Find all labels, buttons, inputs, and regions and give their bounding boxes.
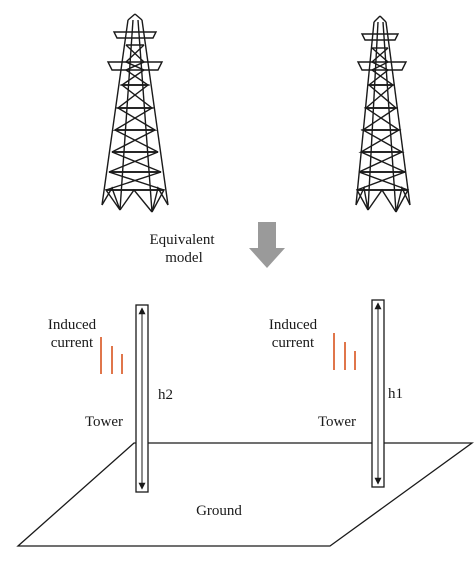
right-induced-line-1: Induced [269, 317, 318, 333]
ground-label: Ground [196, 503, 242, 519]
left-induced-current-marks [100, 337, 123, 374]
right-lattice-tower-icon [355, 15, 411, 213]
left-height-label: h2 [158, 387, 173, 403]
left-lattice-tower-icon [101, 13, 169, 213]
left-induced-line-2: current [51, 335, 94, 351]
right-induced-current-marks [333, 333, 356, 370]
right-equivalent-tower [371, 299, 385, 488]
left-induced-line-1: Induced [48, 317, 97, 333]
left-tower-label: Tower [85, 414, 123, 430]
right-height-label: h1 [388, 386, 403, 402]
caption-line-2: model [165, 250, 203, 266]
right-tower-label: Tower [318, 414, 356, 430]
down-arrow-icon [249, 222, 285, 268]
caption-line-1: Equivalent [150, 232, 216, 248]
left-equivalent-tower [135, 304, 149, 493]
ground-plane [16, 442, 474, 547]
right-induced-line-2: current [272, 335, 315, 351]
